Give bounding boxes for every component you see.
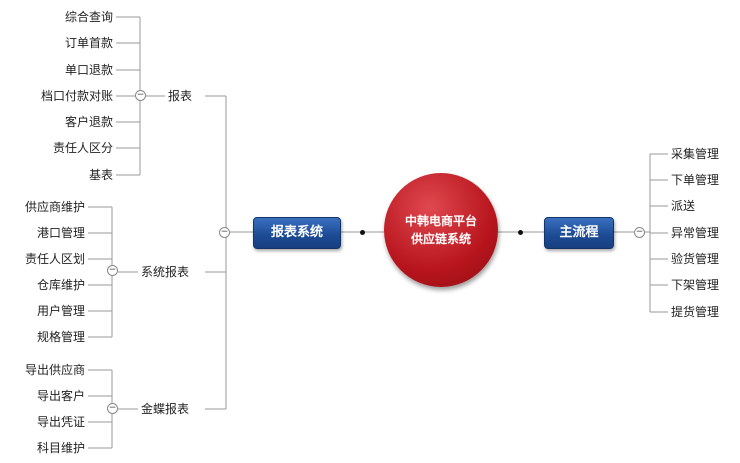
- report-system-node[interactable]: 报表系统: [253, 217, 341, 249]
- leaf-item[interactable]: 导出供应商: [24, 363, 85, 377]
- right-leaf-item[interactable]: 异常管理: [671, 226, 720, 240]
- leaf-item[interactable]: 导出凭证: [36, 415, 85, 429]
- leaf-item[interactable]: 导出客户: [36, 389, 85, 403]
- leaf-item[interactable]: 单口退款: [64, 63, 113, 77]
- leaf-item[interactable]: 综合查询: [64, 10, 113, 24]
- leaf-item[interactable]: 供应商维护: [24, 200, 85, 214]
- collapse-toggle-group-2[interactable]: −: [107, 403, 118, 414]
- main-process-node[interactable]: 主流程: [544, 217, 614, 249]
- leaf-item[interactable]: 仓库维护: [36, 278, 85, 292]
- right-leaf-item[interactable]: 下架管理: [671, 278, 720, 292]
- collapse-toggle-group-0[interactable]: −: [135, 90, 146, 101]
- right-leaf-item[interactable]: 派送: [671, 199, 696, 213]
- leaf-item[interactable]: 基表: [88, 168, 113, 182]
- group-label-report[interactable]: 报表: [168, 89, 193, 103]
- center-title-line2: 供应链系统: [410, 232, 471, 246]
- right-leaf-item[interactable]: 提货管理: [671, 305, 720, 319]
- connector-dot-right: [518, 230, 523, 235]
- right-leaf-item[interactable]: 下单管理: [671, 173, 720, 187]
- group-label-kingdee-report[interactable]: 金蝶报表: [141, 402, 190, 416]
- right-leaf-item[interactable]: 采集管理: [671, 147, 720, 161]
- leaf-item[interactable]: 责任人区划: [24, 252, 85, 266]
- leaf-item[interactable]: 客户退款: [64, 115, 113, 129]
- connector-dot-left: [360, 230, 365, 235]
- leaf-item[interactable]: 规格管理: [36, 330, 85, 344]
- leaf-item[interactable]: 责任人区分: [52, 141, 113, 155]
- collapse-toggle-report-system[interactable]: −: [219, 227, 230, 238]
- collapse-toggle-main-process[interactable]: −: [634, 227, 645, 238]
- leaf-item[interactable]: 港口管理: [36, 226, 85, 240]
- group-label-system-report[interactable]: 系统报表: [141, 265, 190, 279]
- leaf-item[interactable]: 用户管理: [36, 304, 85, 318]
- leaf-item[interactable]: 科目维护: [36, 441, 85, 455]
- center-node[interactable]: 中韩电商平台 供应链系统: [384, 173, 498, 287]
- center-title-line1: 中韩电商平台: [404, 214, 477, 228]
- leaf-item[interactable]: 档口付款对账: [40, 89, 113, 103]
- right-leaf-item[interactable]: 验货管理: [671, 252, 720, 266]
- collapse-toggle-group-1[interactable]: −: [107, 265, 118, 276]
- leaf-item[interactable]: 订单首款: [64, 36, 113, 50]
